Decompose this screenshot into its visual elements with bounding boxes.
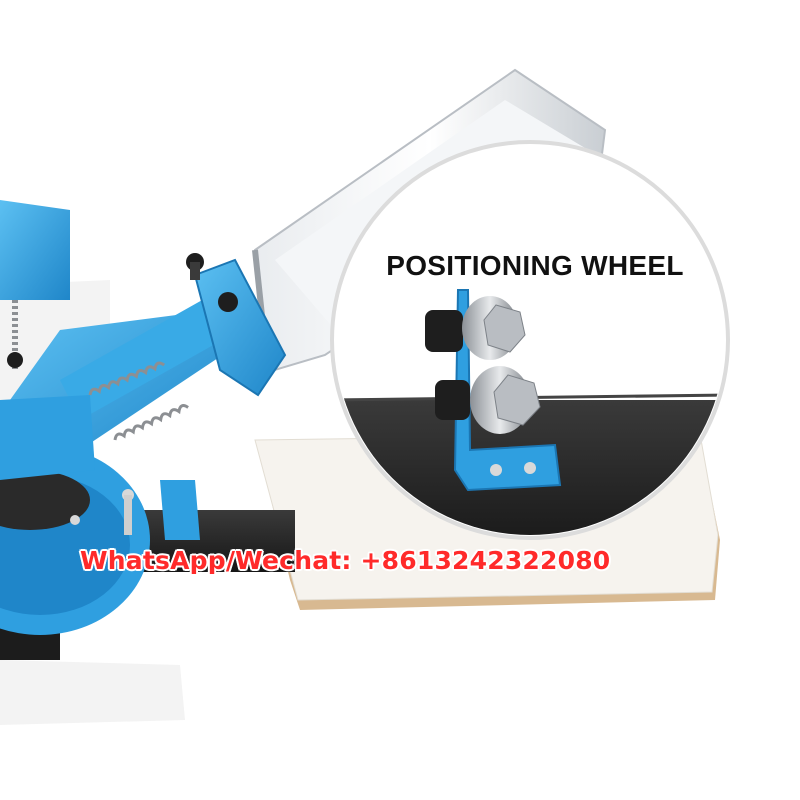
- knob-icon: [7, 253, 238, 535]
- positioning-wheel-icon: [425, 296, 541, 434]
- positioning-wheel-callout: [330, 140, 730, 540]
- contact-watermark: WhatsApp/Wechat: +8613242322080: [80, 546, 611, 575]
- machine-base: [0, 445, 295, 660]
- callout-title: POSITIONING WHEEL: [386, 250, 684, 281]
- blue-print-arm: [0, 200, 287, 540]
- spring-icon: [12, 300, 189, 441]
